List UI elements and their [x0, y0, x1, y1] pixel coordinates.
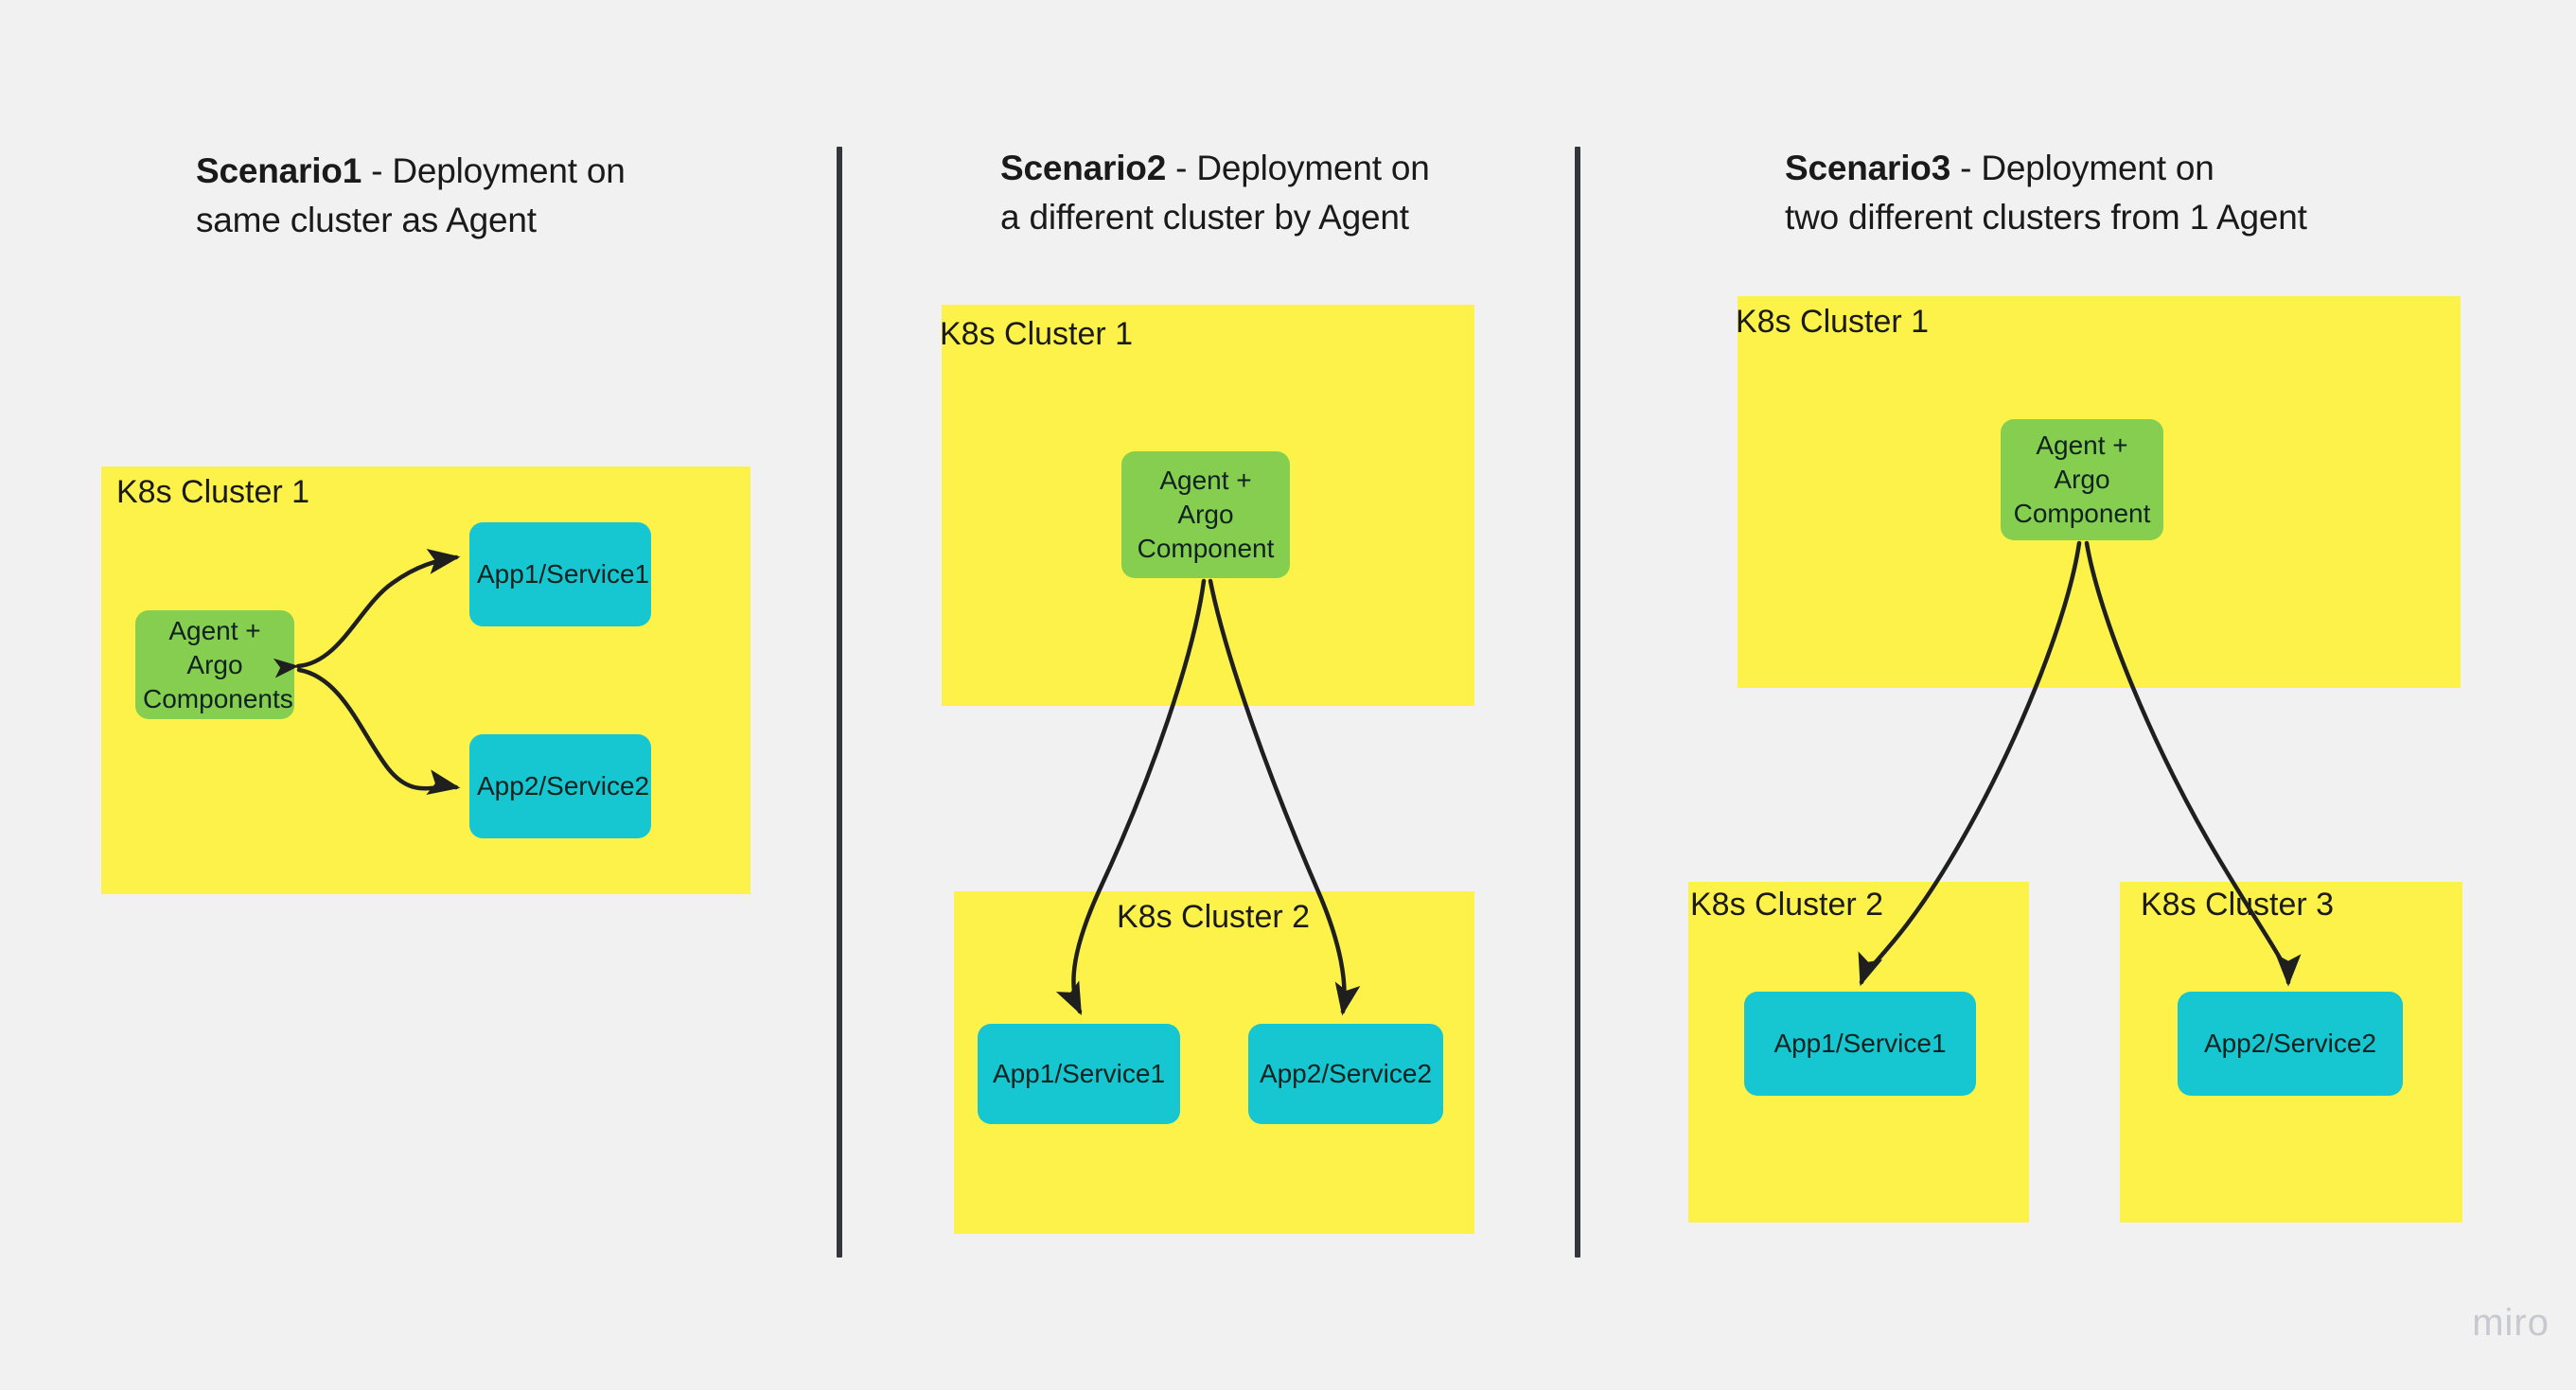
cluster-label-s1-cluster1: K8s Cluster 1: [116, 474, 310, 510]
node-s2-app2-label: App2/Service2: [1259, 1059, 1433, 1088]
node-s3-app1-label: App1/Service1: [1773, 1029, 1947, 1058]
scenario3-title-strong: Scenario3: [1785, 149, 1951, 187]
cluster-label-s3-cluster3: K8s Cluster 3: [2141, 887, 2335, 923]
node-s1-app1-label: App1/Service1: [477, 559, 650, 589]
miro-watermark: miro: [2472, 1302, 2550, 1344]
scenario3-title: Scenario3 - Deployment on two different …: [1785, 144, 2307, 242]
node-s2-agent-label: Agent + Argo Component: [1137, 466, 1275, 563]
node-s1-app1[interactable]: App1/Service1: [469, 522, 651, 626]
node-s1-app2-label: App2/Service2: [477, 771, 650, 801]
node-s3-agent[interactable]: Agent + Argo Component: [2001, 419, 2163, 540]
scenario2-title: Scenario2 - Deployment on a different cl…: [1000, 144, 1430, 242]
scenario1-title: Scenario1 - Deployment on same cluster a…: [196, 147, 626, 245]
cluster-label-s2-cluster1: K8s Cluster 1: [940, 316, 1134, 352]
cluster-label-s2-cluster2: K8s Cluster 2: [1117, 899, 1311, 935]
node-s2-app1[interactable]: App1/Service1: [978, 1024, 1180, 1124]
scenario1-title-strong: Scenario1: [196, 151, 362, 190]
node-s2-agent[interactable]: Agent + Argo Component: [1121, 451, 1290, 578]
divider-scenario1-scenario2: [837, 147, 842, 1258]
scenario2-title-strong: Scenario2: [1000, 149, 1167, 187]
node-s3-app2-label: App2/Service2: [2203, 1029, 2377, 1058]
node-s3-app2[interactable]: App2/Service2: [2178, 992, 2403, 1096]
node-s2-app2[interactable]: App2/Service2: [1248, 1024, 1443, 1124]
cluster-label-s3-cluster1: K8s Cluster 1: [1736, 304, 1930, 340]
cluster-label-s3-cluster2: K8s Cluster 2: [1690, 887, 1884, 923]
scenario2-title-line2: a different cluster by Agent: [1000, 198, 1409, 237]
scenario2-title-rest: - Deployment on: [1166, 149, 1430, 187]
scenario1-title-line2: same cluster as Agent: [196, 201, 537, 239]
node-s3-app1[interactable]: App1/Service1: [1744, 992, 1976, 1096]
divider-scenario2-scenario3: [1575, 147, 1580, 1258]
scenario3-title-rest: - Deployment on: [1950, 149, 2214, 187]
node-s1-agent-label: Agent + Argo Components: [143, 615, 293, 713]
node-s2-app1-label: App1/Service1: [992, 1059, 1166, 1088]
scenario1-title-rest: - Deployment on: [362, 151, 626, 190]
node-s1-app2[interactable]: App2/Service2: [469, 734, 651, 838]
node-s3-agent-label: Agent + Argo Component: [2013, 431, 2151, 528]
node-s1-agent[interactable]: Agent + Argo Components: [135, 610, 294, 719]
scenario3-title-line2: two different clusters from 1 Agent: [1785, 198, 2307, 237]
